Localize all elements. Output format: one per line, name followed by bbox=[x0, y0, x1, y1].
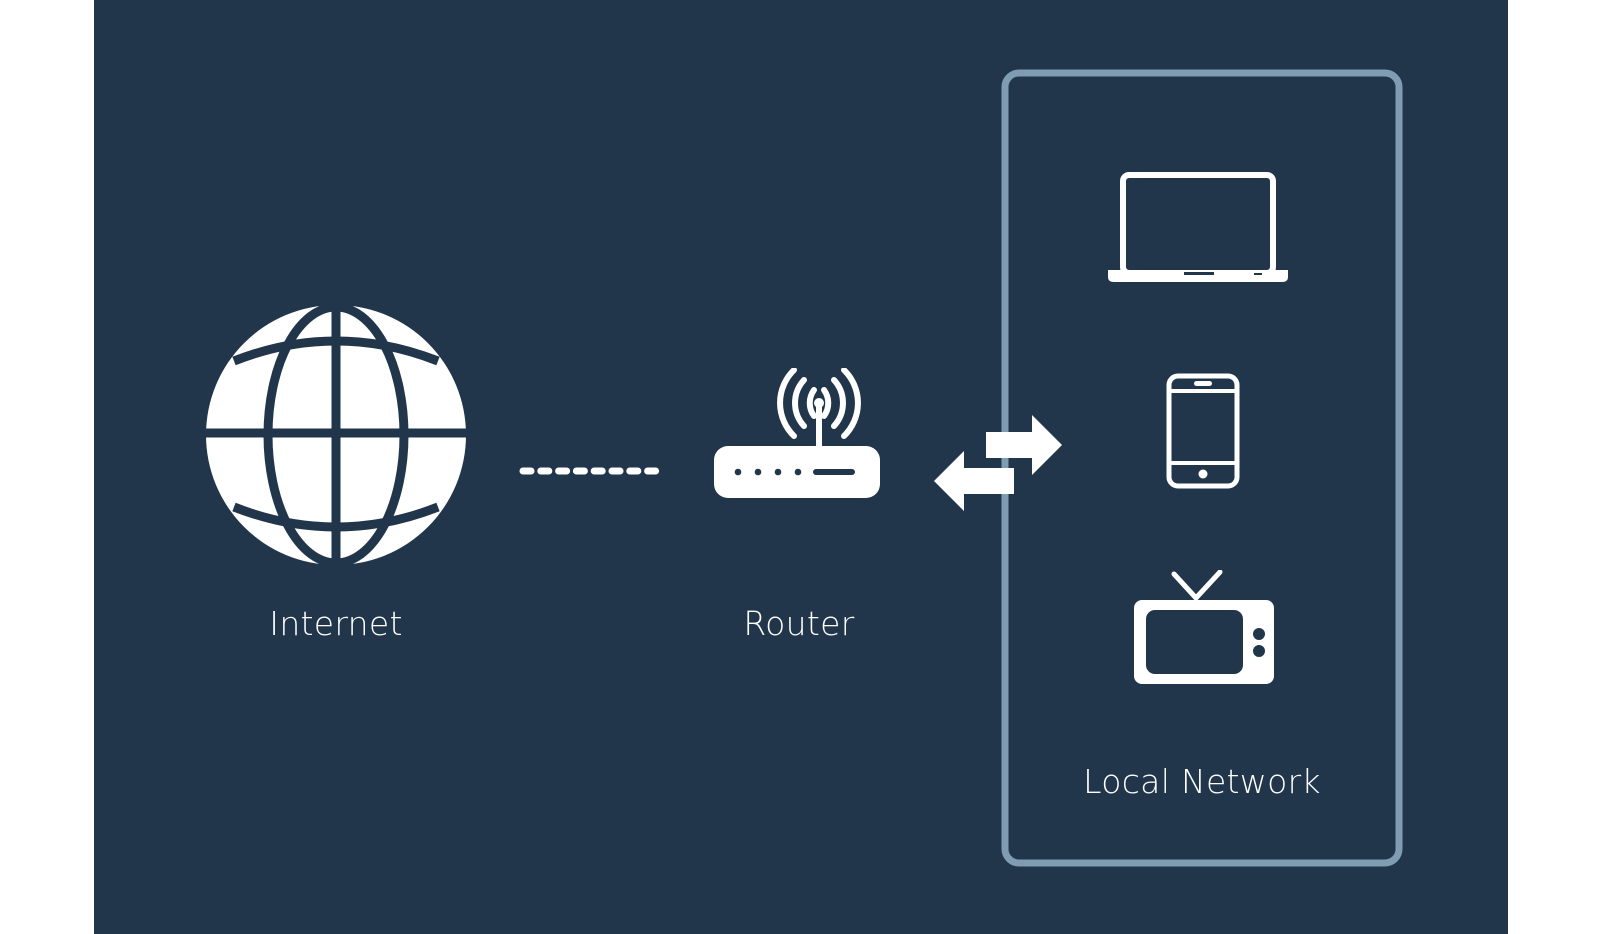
router-label: Router bbox=[743, 604, 855, 643]
local-network-label: Local Network bbox=[1083, 762, 1321, 801]
network-diagram: Internet Router Local Network bbox=[94, 0, 1508, 934]
internet-label: Internet bbox=[269, 604, 403, 643]
globe-icon bbox=[204, 303, 468, 567]
smartphone-icon bbox=[1166, 373, 1240, 489]
television-icon bbox=[1134, 570, 1274, 684]
dotted-connection-line bbox=[519, 467, 669, 475]
laptop-icon bbox=[1108, 172, 1288, 282]
wifi-router-icon bbox=[714, 368, 880, 498]
bidirectional-arrows-icon bbox=[934, 415, 1062, 511]
